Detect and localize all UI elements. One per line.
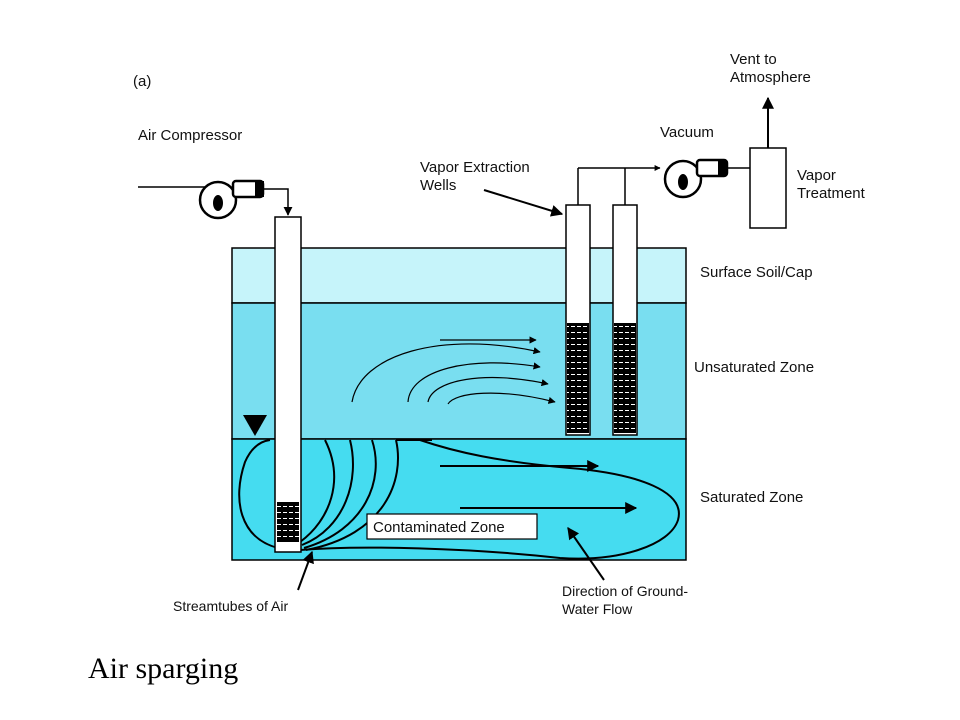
vapor-extraction-well-2-screen <box>614 323 636 433</box>
vapor-flow-lines <box>351 336 556 405</box>
wells-pointer-arrow <box>483 189 564 217</box>
panel-label: (a) <box>133 73 151 90</box>
water-table-icon <box>243 415 267 436</box>
groundwater-pointer-arrow <box>567 527 605 581</box>
vapor-treatment-label-line-2: Treatment <box>797 185 866 202</box>
groundwater-flow-label-line-2: Water Flow <box>562 601 633 617</box>
air-compressor-label: Air Compressor <box>138 127 242 144</box>
vent-label-line-1: Vent to <box>730 51 777 68</box>
vapor-treatment-label-line-1: Vapor <box>797 167 836 184</box>
vapor-extraction-wells-label-line-2: Wells <box>420 177 456 194</box>
vent-label-line-2: Atmosphere <box>730 69 811 86</box>
vacuum-label: Vacuum <box>660 124 714 141</box>
figure-caption: Air sparging <box>88 652 239 685</box>
streamtubes <box>238 439 432 551</box>
extraction-manifold <box>577 165 661 205</box>
saturated-zone-label: Saturated Zone <box>700 489 803 506</box>
streamtubes-of-air-label: Streamtubes of Air <box>173 598 289 614</box>
vapor-treatment-unit <box>749 147 787 229</box>
vacuum-blower-icon <box>663 158 729 199</box>
sparge-well <box>274 216 302 553</box>
contaminated-zone-label: Contaminated Zone <box>373 519 505 536</box>
groundwater-flow-label-line-1: Direction of Ground- <box>562 583 688 599</box>
saturated-zone-layer <box>231 438 687 561</box>
unsaturated-zone-layer <box>231 302 687 440</box>
vapor-extraction-wells-label-line-1: Vapor Extraction <box>420 159 530 176</box>
contaminated-plume <box>299 439 680 560</box>
contaminated-zone-box <box>366 513 538 540</box>
sparge-well-screen <box>277 502 299 542</box>
air-compressor-icon <box>198 179 265 220</box>
streamtubes-pointer-arrow <box>297 550 314 591</box>
air-supply-line <box>264 188 293 216</box>
unsaturated-zone-label: Unsaturated Zone <box>694 359 814 376</box>
vapor-extraction-well-1-screen <box>567 323 589 433</box>
surface-soil-layer <box>231 247 687 304</box>
surface-soil-cap-label: Surface Soil/Cap <box>700 264 813 281</box>
